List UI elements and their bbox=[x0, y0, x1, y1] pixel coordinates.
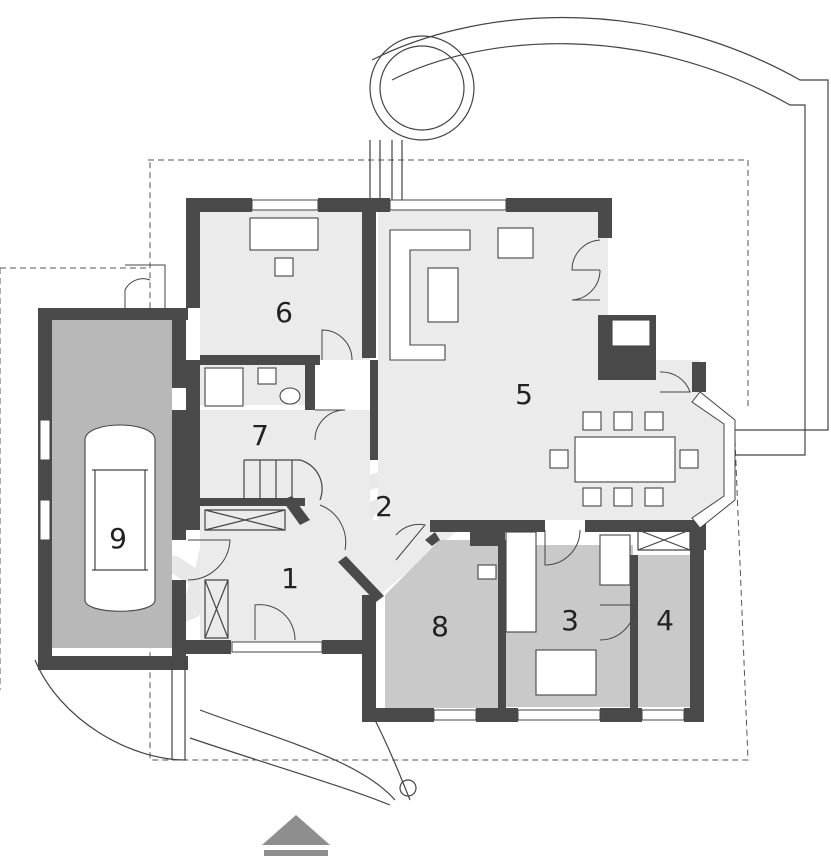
room-label-2: 2 bbox=[375, 490, 393, 523]
doors bbox=[124, 239, 691, 641]
room-label-7: 7 bbox=[251, 419, 269, 452]
entrance-arrow bbox=[262, 815, 330, 856]
room-label-5: 5 bbox=[515, 378, 533, 411]
terrace-pergola bbox=[369, 16, 829, 456]
entrance-path bbox=[34, 659, 417, 806]
walls bbox=[38, 198, 706, 722]
room-label-9: 9 bbox=[109, 522, 127, 555]
room-label-8: 8 bbox=[431, 610, 449, 643]
room-label-1: 1 bbox=[281, 562, 299, 595]
room-label-4: 4 bbox=[656, 604, 674, 637]
room-label-3: 3 bbox=[561, 604, 579, 637]
roof-outline bbox=[0, 159, 749, 761]
furniture bbox=[84, 217, 699, 696]
room-labels: 1 2 3 4 5 6 7 8 9 bbox=[109, 296, 674, 643]
windows bbox=[39, 199, 736, 721]
room-label-6: 6 bbox=[275, 296, 293, 329]
